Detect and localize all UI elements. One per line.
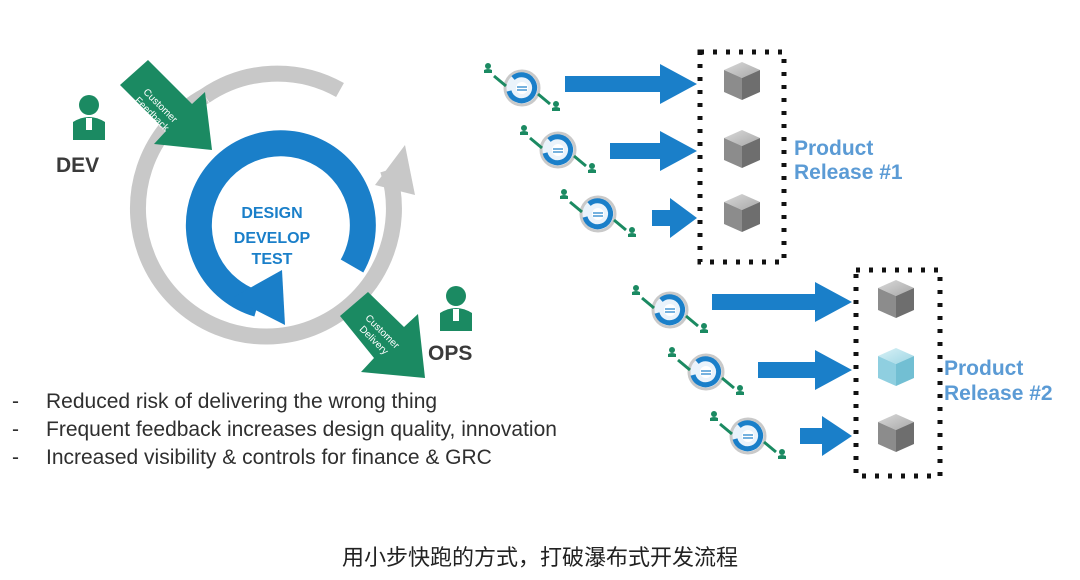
- arrow-right: [758, 350, 852, 390]
- ops-label: OPS: [428, 342, 472, 365]
- dev-person-icon: [73, 95, 105, 140]
- cube: [878, 280, 914, 318]
- benefit-text: Increased visibility & controls for fina…: [46, 446, 492, 469]
- list-item: -Frequent feedback increases design qual…: [12, 418, 557, 441]
- arrow-right: [610, 131, 697, 171]
- release-2-line-2: Release #2: [944, 382, 1053, 405]
- arrow-right: [800, 416, 852, 456]
- iteration-cycle-icon: [632, 285, 708, 333]
- benefit-text: Frequent feedback increases design quali…: [46, 418, 557, 441]
- center-line-develop: DEVELOP: [234, 230, 311, 247]
- center-line-design: DESIGN: [241, 205, 302, 222]
- arrow-right: [565, 64, 697, 104]
- arrow-right: [652, 198, 697, 238]
- iteration-cycle-icon: [520, 125, 596, 173]
- release-1-box: [697, 49, 787, 265]
- agile-diagram: DEV OPS DESIGN DEVELOP TEST Customer Fee…: [56, 49, 1053, 479]
- benefit-text: Reduced risk of delivering the wrong thi…: [46, 390, 438, 413]
- arrow-right: [712, 282, 852, 322]
- caption: 用小步快跑的方式，打破瀑布式开发流程: [341, 546, 738, 571]
- iteration-cycle-icon: [560, 189, 636, 237]
- cube: [724, 194, 760, 232]
- iteration-cycle-icon: [668, 347, 744, 395]
- cube: [724, 130, 760, 168]
- iteration-cycle-icon: [484, 63, 560, 111]
- ops-person-icon: [440, 286, 472, 331]
- release-1-line-1: Product: [794, 137, 873, 160]
- list-item: -Reduced risk of delivering the wrong th…: [12, 390, 438, 413]
- cube-highlighted: [878, 348, 914, 386]
- dev-label: DEV: [56, 154, 99, 177]
- customer-delivery-arrow: [340, 292, 425, 378]
- release-2-box: [853, 267, 943, 479]
- cube: [724, 62, 760, 100]
- blue-cycle-ring: [185, 130, 376, 325]
- release-2-line-1: Product: [944, 357, 1023, 380]
- customer-feedback-arrow: [120, 60, 212, 150]
- benefits-list: -Reduced risk of delivering the wrong th…: [12, 388, 672, 472]
- list-item: -Increased visibility & controls for fin…: [12, 446, 492, 469]
- cube: [878, 414, 914, 452]
- release-1-line-2: Release #1: [794, 161, 903, 184]
- center-line-test: TEST: [252, 251, 293, 268]
- grey-cycle-ring: [129, 65, 415, 345]
- iteration-cycle-icon: [710, 411, 786, 459]
